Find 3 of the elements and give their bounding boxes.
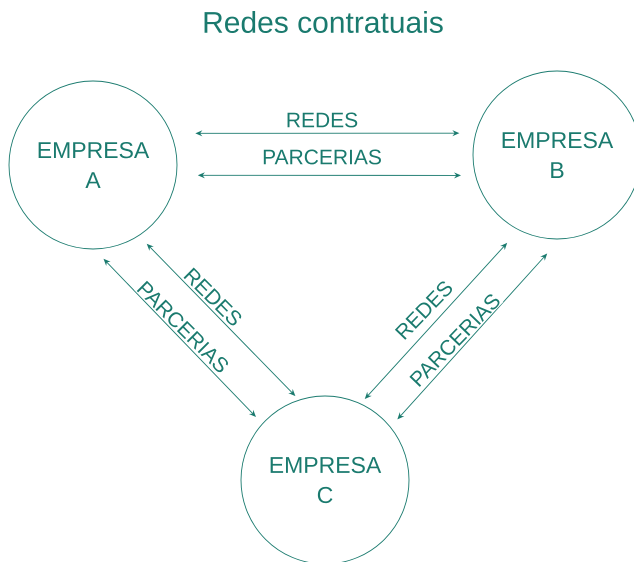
edge-label: REDES	[284, 112, 360, 128]
title: Redes contratuais	[204, 10, 443, 34]
edge-label: PARCERIAS	[261, 148, 383, 166]
